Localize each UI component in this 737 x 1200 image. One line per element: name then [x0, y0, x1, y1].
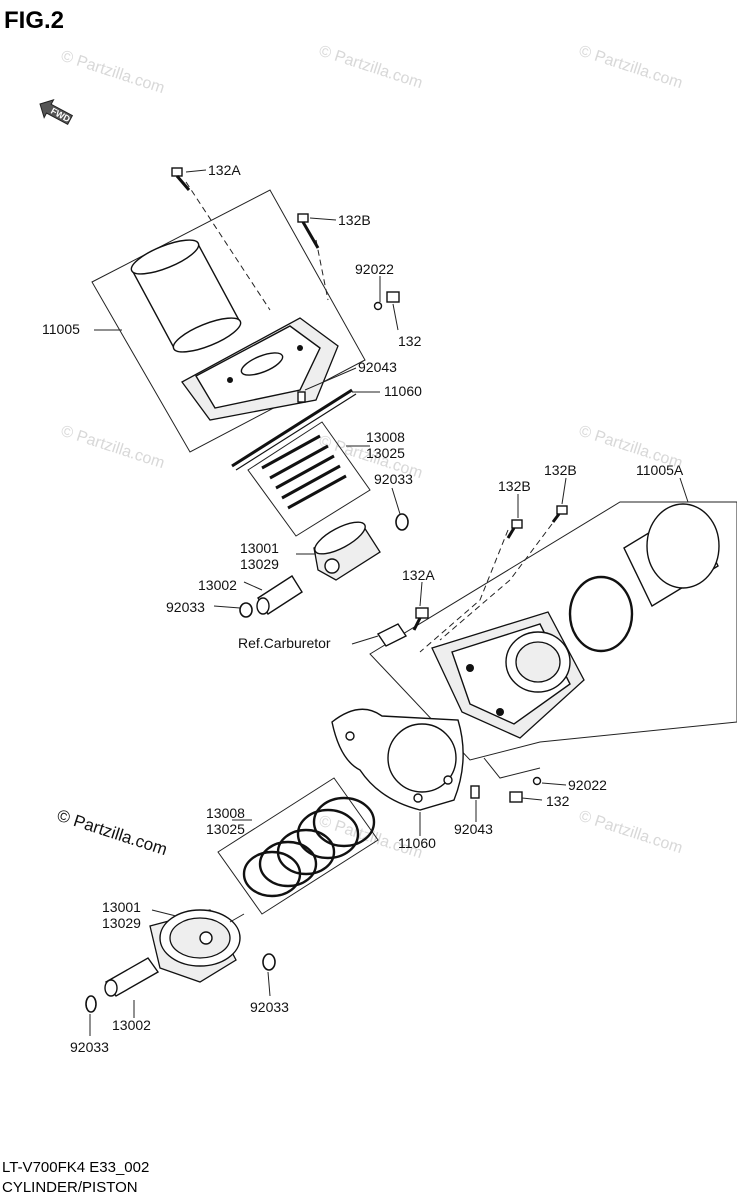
piston-lower: [149, 909, 241, 983]
bolt-guide-line: [315, 239, 329, 301]
callout-13025-lower: 13025: [206, 821, 245, 837]
callout-13008-lower: 13008: [206, 805, 245, 821]
watermark: © Partzilla.com: [59, 48, 167, 97]
callout-13029-upper: 13029: [240, 556, 279, 572]
callout-132-upper: 132: [398, 333, 422, 349]
bolt-132a-lower: [412, 607, 429, 631]
callout-13029-lower: 13029: [102, 915, 141, 931]
fwd-arrow-icon: FWD: [39, 99, 74, 126]
bolt-132-upper: [386, 291, 400, 303]
ref-carburetor-label: Ref.Carburetor: [238, 635, 331, 651]
callout-132a-lower: 132A: [402, 567, 435, 583]
dowel-92043-upper: [297, 391, 306, 403]
piston-rings-upper: [261, 434, 347, 510]
bolt-guide-line: [439, 515, 559, 641]
callout-13025-upper: 13025: [366, 445, 405, 461]
callout-132b-upper: 132B: [338, 212, 371, 228]
piston-rings-group-outline: [247, 421, 371, 537]
cylinder-block-rear: [431, 611, 585, 739]
circlip-92033-lower-right: [262, 953, 276, 971]
piston-upper: [313, 521, 381, 581]
bolt-132-lower: [509, 791, 523, 803]
callout-11060-upper: 11060: [384, 383, 422, 399]
piston-pin-upper: [256, 575, 303, 615]
callout-13002-upper: 13002: [198, 577, 237, 593]
callout-labels: 132A 132B 92022 132 11005 92043 11060 13…: [42, 162, 684, 1055]
leader-lines: [89, 169, 689, 1036]
bolt-guide-line: [419, 529, 509, 653]
bolt-132b: [297, 213, 320, 249]
piston-pin-lower: [104, 957, 160, 997]
callout-92033-lower-right: 92033: [250, 999, 289, 1015]
dowel-92043-lower: [470, 785, 480, 799]
carburetor-fitting: [376, 623, 408, 647]
dowel-92022-lower: [532, 776, 542, 786]
footer-caption: CYLINDER/PISTON: [2, 1179, 138, 1196]
callout-11005: 11005: [42, 321, 80, 337]
figure-title: FIG.2: [4, 7, 64, 34]
callout-92033-upper-right: 92033: [374, 471, 413, 487]
leader-line: [483, 757, 541, 779]
callout-92043-upper: 92043: [358, 359, 397, 375]
gasket-11060-upper: [231, 388, 357, 471]
circlip-92033-lower-left: [85, 995, 97, 1013]
bolt-132a: [171, 167, 191, 191]
leader-line: [229, 913, 245, 923]
front-cylinder-group-outline: [91, 189, 366, 453]
watermark: © Partzilla.com: [577, 43, 685, 92]
dowel-92022: [373, 301, 383, 311]
watermark: © Partzilla.com: [59, 423, 167, 472]
callout-13002-lower: 13002: [112, 1017, 151, 1033]
cylinder-liner-11005a: [623, 503, 720, 607]
callout-92033-lower-left: 92033: [70, 1039, 109, 1055]
callout-92022-upper: 92022: [355, 261, 394, 277]
callout-11060-lower: 11060: [398, 835, 436, 851]
piston-rings-lower: [242, 796, 376, 898]
circlip-92033-upper-left: [239, 602, 253, 618]
callout-13001-upper: 13001: [240, 540, 279, 556]
bolt-guide-line: [185, 181, 271, 311]
callout-132a-upper: 132A: [208, 162, 241, 178]
callout-132-lower: 132: [546, 793, 570, 809]
callout-132b-lower-b: 132B: [544, 462, 577, 478]
callout-13008-upper: 13008: [366, 429, 405, 445]
piston-rings-group-outline-lower: [217, 777, 379, 915]
copyright-notice: © Partzilla.com: [55, 806, 170, 859]
callout-13001-lower: 13001: [102, 899, 141, 915]
callout-92043-lower: 92043: [454, 821, 493, 837]
liner-o-ring: [568, 575, 634, 653]
callout-11005a: 11005A: [636, 462, 684, 478]
callout-132b-lower-a: 132B: [498, 478, 531, 494]
callout-92033-upper-left: 92033: [166, 599, 205, 615]
callout-92022-lower: 92022: [568, 777, 607, 793]
footer-code: LT-V700FK4 E33_002: [2, 1159, 149, 1176]
circlip-92033-upper-right: [395, 513, 409, 531]
gasket-11060-lower: [331, 708, 464, 811]
cylinder-liner: [130, 239, 242, 353]
bolt-132b-lower-a: [506, 519, 523, 539]
watermark: © Partzilla.com: [317, 43, 425, 92]
bolt-132b-lower-b: [551, 505, 568, 523]
rear-cylinder-group-outline: [369, 501, 737, 761]
watermark: © Partzilla.com: [577, 808, 685, 857]
